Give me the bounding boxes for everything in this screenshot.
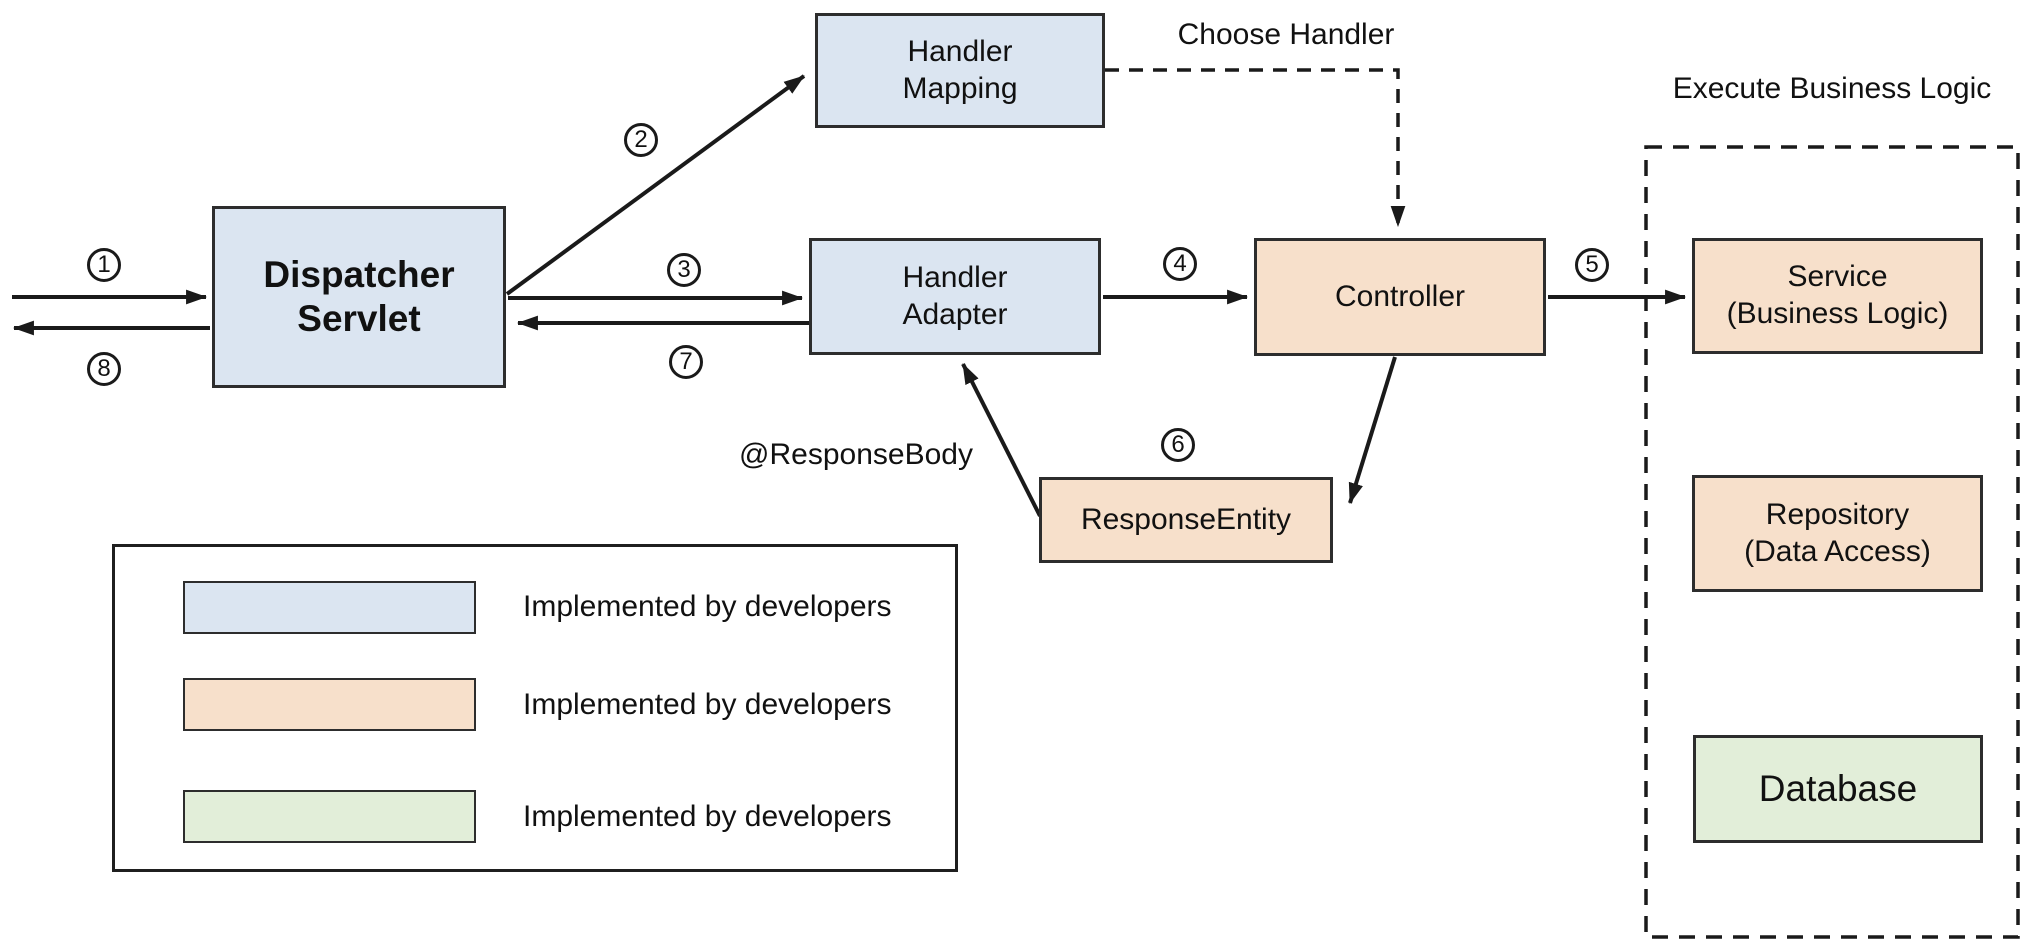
legend-label: Implemented by developers (523, 688, 892, 721)
choose-handler-label: Choose Handler (1177, 18, 1395, 51)
execute-business-logic-label: Execute Business Logic (1672, 72, 1992, 105)
legend-label: Implemented by developers (523, 800, 892, 833)
node-handler-mapping: Handler Mapping (815, 13, 1105, 128)
step-1-badge: 1 (87, 248, 121, 282)
arrow-responsebody-to-handler-adapter (961, 363, 1042, 517)
node-response-entity: ResponseEntity (1039, 477, 1333, 563)
legend-swatch-developer-blue (183, 581, 476, 634)
node-repository: Repository (Data Access) (1692, 475, 1983, 592)
node-service: Service (Business Logic) (1692, 238, 1983, 354)
arrow-step-2-to-handler-mapping (505, 74, 806, 296)
choose-handler-dashed-connector (1105, 68, 1406, 228)
legend-box: Implemented by developers Implemented by… (112, 544, 958, 872)
legend-swatch-developer-green (183, 790, 476, 843)
step-5-badge: 5 (1575, 248, 1609, 282)
response-body-label: @ResponseBody (739, 438, 973, 471)
node-dispatcher-servlet: Dispatcher Servlet (212, 206, 506, 388)
arrow-step-6-controller-to-responseentity (1348, 356, 1397, 505)
step-6-badge: 6 (1161, 428, 1195, 462)
step-2-badge: 2 (624, 123, 658, 157)
step-8-badge: 8 (87, 352, 121, 386)
step-3-badge: 3 (667, 253, 701, 287)
legend-label: Implemented by developers (523, 590, 892, 623)
legend-swatch-developer-peach (183, 678, 476, 731)
node-handler-adapter: Handler Adapter (809, 238, 1101, 355)
execute-business-logic-scope-border (1644, 145, 2020, 939)
node-database: Database (1693, 735, 1983, 843)
node-controller: Controller (1254, 238, 1546, 356)
step-4-badge: 4 (1163, 247, 1197, 281)
step-7-badge: 7 (669, 345, 703, 379)
